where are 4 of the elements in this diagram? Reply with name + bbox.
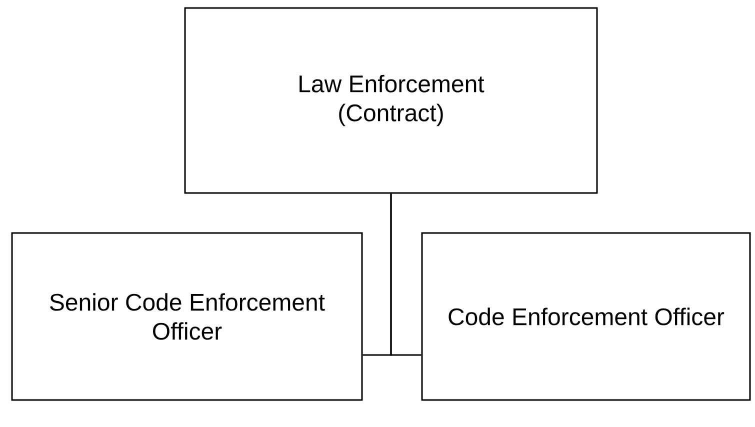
org-box: Law Enforcement (Contract) bbox=[184, 7, 598, 194]
org-box: Senior Code Enforcement Officer bbox=[11, 232, 363, 401]
connector-line bbox=[390, 194, 422, 356]
org-box: Code Enforcement Officer bbox=[421, 232, 751, 401]
